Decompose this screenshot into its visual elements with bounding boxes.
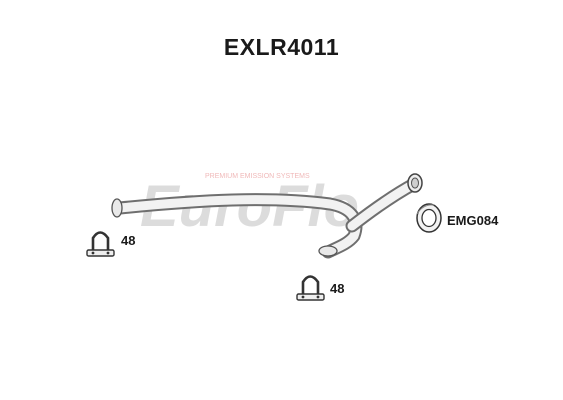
clamp-2-label: 48 — [330, 281, 345, 296]
gasket-ring-icon — [416, 203, 442, 233]
u-clamp-icon-1 — [86, 231, 115, 257]
part-number-title: EXLR4011 — [223, 34, 340, 60]
pipe-end-left — [111, 198, 123, 218]
clamp-1-label: 48 — [121, 233, 136, 248]
watermark-tagline: PREMIUM EMISSION SYSTEMS — [205, 173, 310, 180]
pipe-end-lower — [318, 245, 338, 257]
gasket-label: EMG084 — [447, 213, 499, 228]
u-clamp-icon-2 — [296, 275, 325, 301]
exhaust-pipe — [111, 173, 423, 259]
